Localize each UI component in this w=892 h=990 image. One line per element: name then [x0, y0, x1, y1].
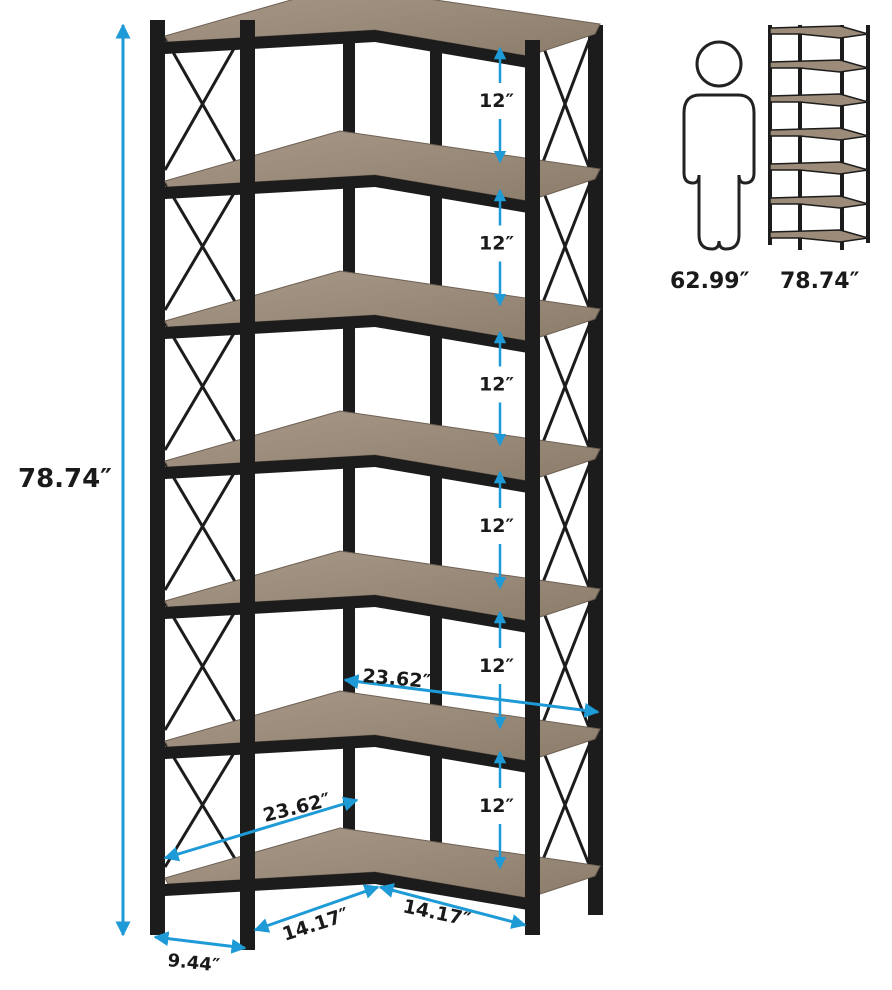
mini-post: [798, 25, 802, 250]
cross-brace: [163, 462, 242, 591]
shelf-height-label: 78.74″: [780, 269, 860, 294]
shelf-rail: [375, 175, 528, 213]
depth-label: 9.44″: [166, 950, 220, 976]
shelf-spacing-label: 12″: [479, 90, 514, 112]
shelf-rail: [375, 595, 528, 633]
cross-brace: [538, 462, 592, 591]
mini-post: [866, 25, 870, 243]
mini-shelf-board: [769, 229, 869, 243]
left-width-arrow: [253, 884, 380, 933]
cross-brace: [538, 322, 592, 451]
right-width-arrow: [378, 883, 527, 929]
side-rail: [150, 40, 165, 50]
cross-brace: [163, 37, 242, 171]
cross-brace: [163, 602, 242, 731]
shelf-spacing-label: 12″: [479, 233, 514, 255]
shelf-rail: [165, 455, 375, 479]
side-rail: [150, 745, 165, 755]
shelf-rail: [165, 175, 375, 199]
side-post: [150, 20, 165, 935]
shelf-rail: [375, 735, 528, 773]
shelf-spacing-label: 12″: [479, 795, 514, 817]
shelf-rail: [375, 455, 528, 493]
lower-diagonal-label: 23.62″: [261, 789, 333, 827]
mini-shelf-board: [769, 127, 869, 141]
depth-arrow: [153, 931, 247, 954]
shelf-spacing-label: 12″: [479, 655, 514, 677]
lower-diagonal-arrow: [163, 796, 359, 862]
cross-brace: [163, 182, 242, 311]
shelf-rail: [165, 872, 375, 896]
shelf-spacing-label: 12″: [479, 515, 514, 537]
side-rail: [150, 605, 165, 615]
mini-shelf-icon: [768, 25, 870, 250]
side-rail: [150, 325, 165, 335]
shelf-rail: [375, 30, 528, 68]
person-height-label: 62.99″: [670, 269, 750, 294]
mini-shelf-board: [769, 25, 869, 39]
cross-brace: [163, 322, 242, 451]
cross-brace: [538, 182, 592, 311]
shelf-spacing-label: 12″: [479, 374, 514, 396]
cross-brace: [538, 742, 592, 868]
shelf-rail: [165, 30, 375, 54]
side-post: [588, 25, 603, 915]
front-post: [240, 20, 255, 180]
total-height-label: 78.74″: [18, 464, 112, 494]
front-post: [525, 40, 540, 935]
dimension-arrows: [115, 23, 600, 954]
person-icon: [682, 40, 756, 251]
upper-diagonal-arrow: [343, 674, 600, 718]
corner-bookshelf: [150, 0, 603, 950]
mini-shelf-board: [769, 195, 869, 209]
mini-shelf-board: [769, 59, 869, 73]
side-rail: [150, 185, 165, 195]
shelf-rail: [165, 315, 375, 339]
side-rail: [150, 882, 165, 892]
shelf-rail: [375, 315, 528, 353]
mini-shelf-board: [769, 161, 869, 175]
mini-shelf-board: [769, 93, 869, 107]
shelf-rail: [165, 735, 375, 759]
shelf-rail: [165, 595, 375, 619]
front-post: [240, 170, 255, 950]
side-rail: [150, 465, 165, 475]
cross-brace: [538, 37, 592, 171]
upper-diagonal-label: 23.62″: [362, 665, 433, 693]
